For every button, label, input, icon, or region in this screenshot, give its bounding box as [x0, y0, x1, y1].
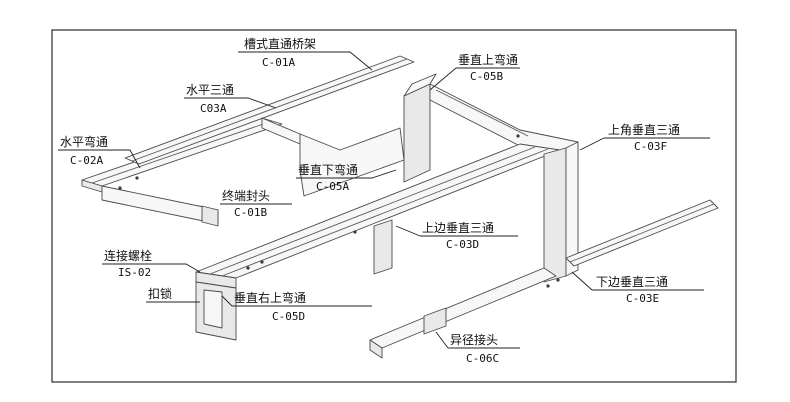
tray-drawing	[81, 55, 719, 359]
straight-tray-left	[101, 185, 219, 225]
label-vertical-right-up-elbow-name: 垂直右上弯通	[234, 290, 306, 305]
label-bottom-edge-vertical-tee-code: C-03E	[626, 292, 659, 305]
label-buckle-lock-name: 扣锁	[148, 286, 172, 301]
bolt-mark	[353, 230, 357, 234]
label-reducer-joint-code: C-06C	[466, 352, 499, 365]
label-straight-tray-name: 槽式直通桥架	[244, 37, 316, 51]
label-reducer-joint-name: 异径接头	[450, 332, 498, 347]
label-straight-tray-code: C-01A	[262, 56, 295, 69]
label-end-cap-code: C-01B	[234, 206, 267, 219]
label-end-cap-name: 终端封头	[222, 188, 270, 203]
label-horizontal-elbow-name: 水平弯通	[60, 134, 108, 149]
label-top-edge-vertical-tee-name: 上边垂直三通	[422, 221, 494, 235]
leader-lines	[58, 51, 710, 349]
label-connecting-bolt-name: 连接螺栓	[104, 248, 152, 263]
bolt-mark	[246, 266, 250, 270]
bolt-mark	[118, 186, 122, 190]
label-vertical-up-elbow-name: 垂直上弯通	[458, 52, 518, 67]
end-cap-tray	[201, 205, 219, 227]
label-connecting-bolt-code: IS-02	[118, 266, 151, 279]
bolt-mark	[546, 284, 550, 288]
top-edge-vertical-tee-drop	[373, 219, 393, 275]
labels: 槽式直通桥架 C-01A 水平三通 C03A 水平弯通 C-02A 垂直上弯通 …	[60, 37, 680, 365]
vertical-up-elbow-tray	[429, 83, 579, 157]
reducer-joint-block	[423, 307, 447, 335]
label-bottom-edge-vertical-tee-name: 下边垂直三通	[596, 275, 668, 289]
bolt-mark	[556, 278, 560, 282]
bolt-mark	[260, 260, 264, 264]
bolt-mark	[516, 134, 520, 138]
label-horizontal-elbow-code: C-02A	[70, 154, 103, 167]
label-horizontal-tee-code: C03A	[200, 102, 227, 115]
label-vertical-down-elbow-name: 垂直下弯通	[298, 162, 358, 177]
diagram-frame	[51, 29, 737, 383]
label-vertical-up-elbow-code: C-05B	[470, 70, 503, 83]
label-vertical-down-elbow-code: C-05A	[316, 180, 349, 193]
label-top-edge-vertical-tee-code: C-03D	[446, 238, 479, 251]
horizontal-tee-spur	[261, 117, 301, 145]
label-top-corner-vertical-tee-name: 上角垂直三通	[608, 123, 680, 137]
top-corner-vertical-tee-column	[543, 147, 567, 283]
label-top-corner-vertical-tee-code: C-03F	[634, 140, 667, 153]
label-vertical-right-up-elbow-code: C-05D	[272, 310, 305, 323]
bolt-mark	[135, 176, 139, 180]
label-horizontal-tee-name: 水平三通	[186, 83, 234, 97]
